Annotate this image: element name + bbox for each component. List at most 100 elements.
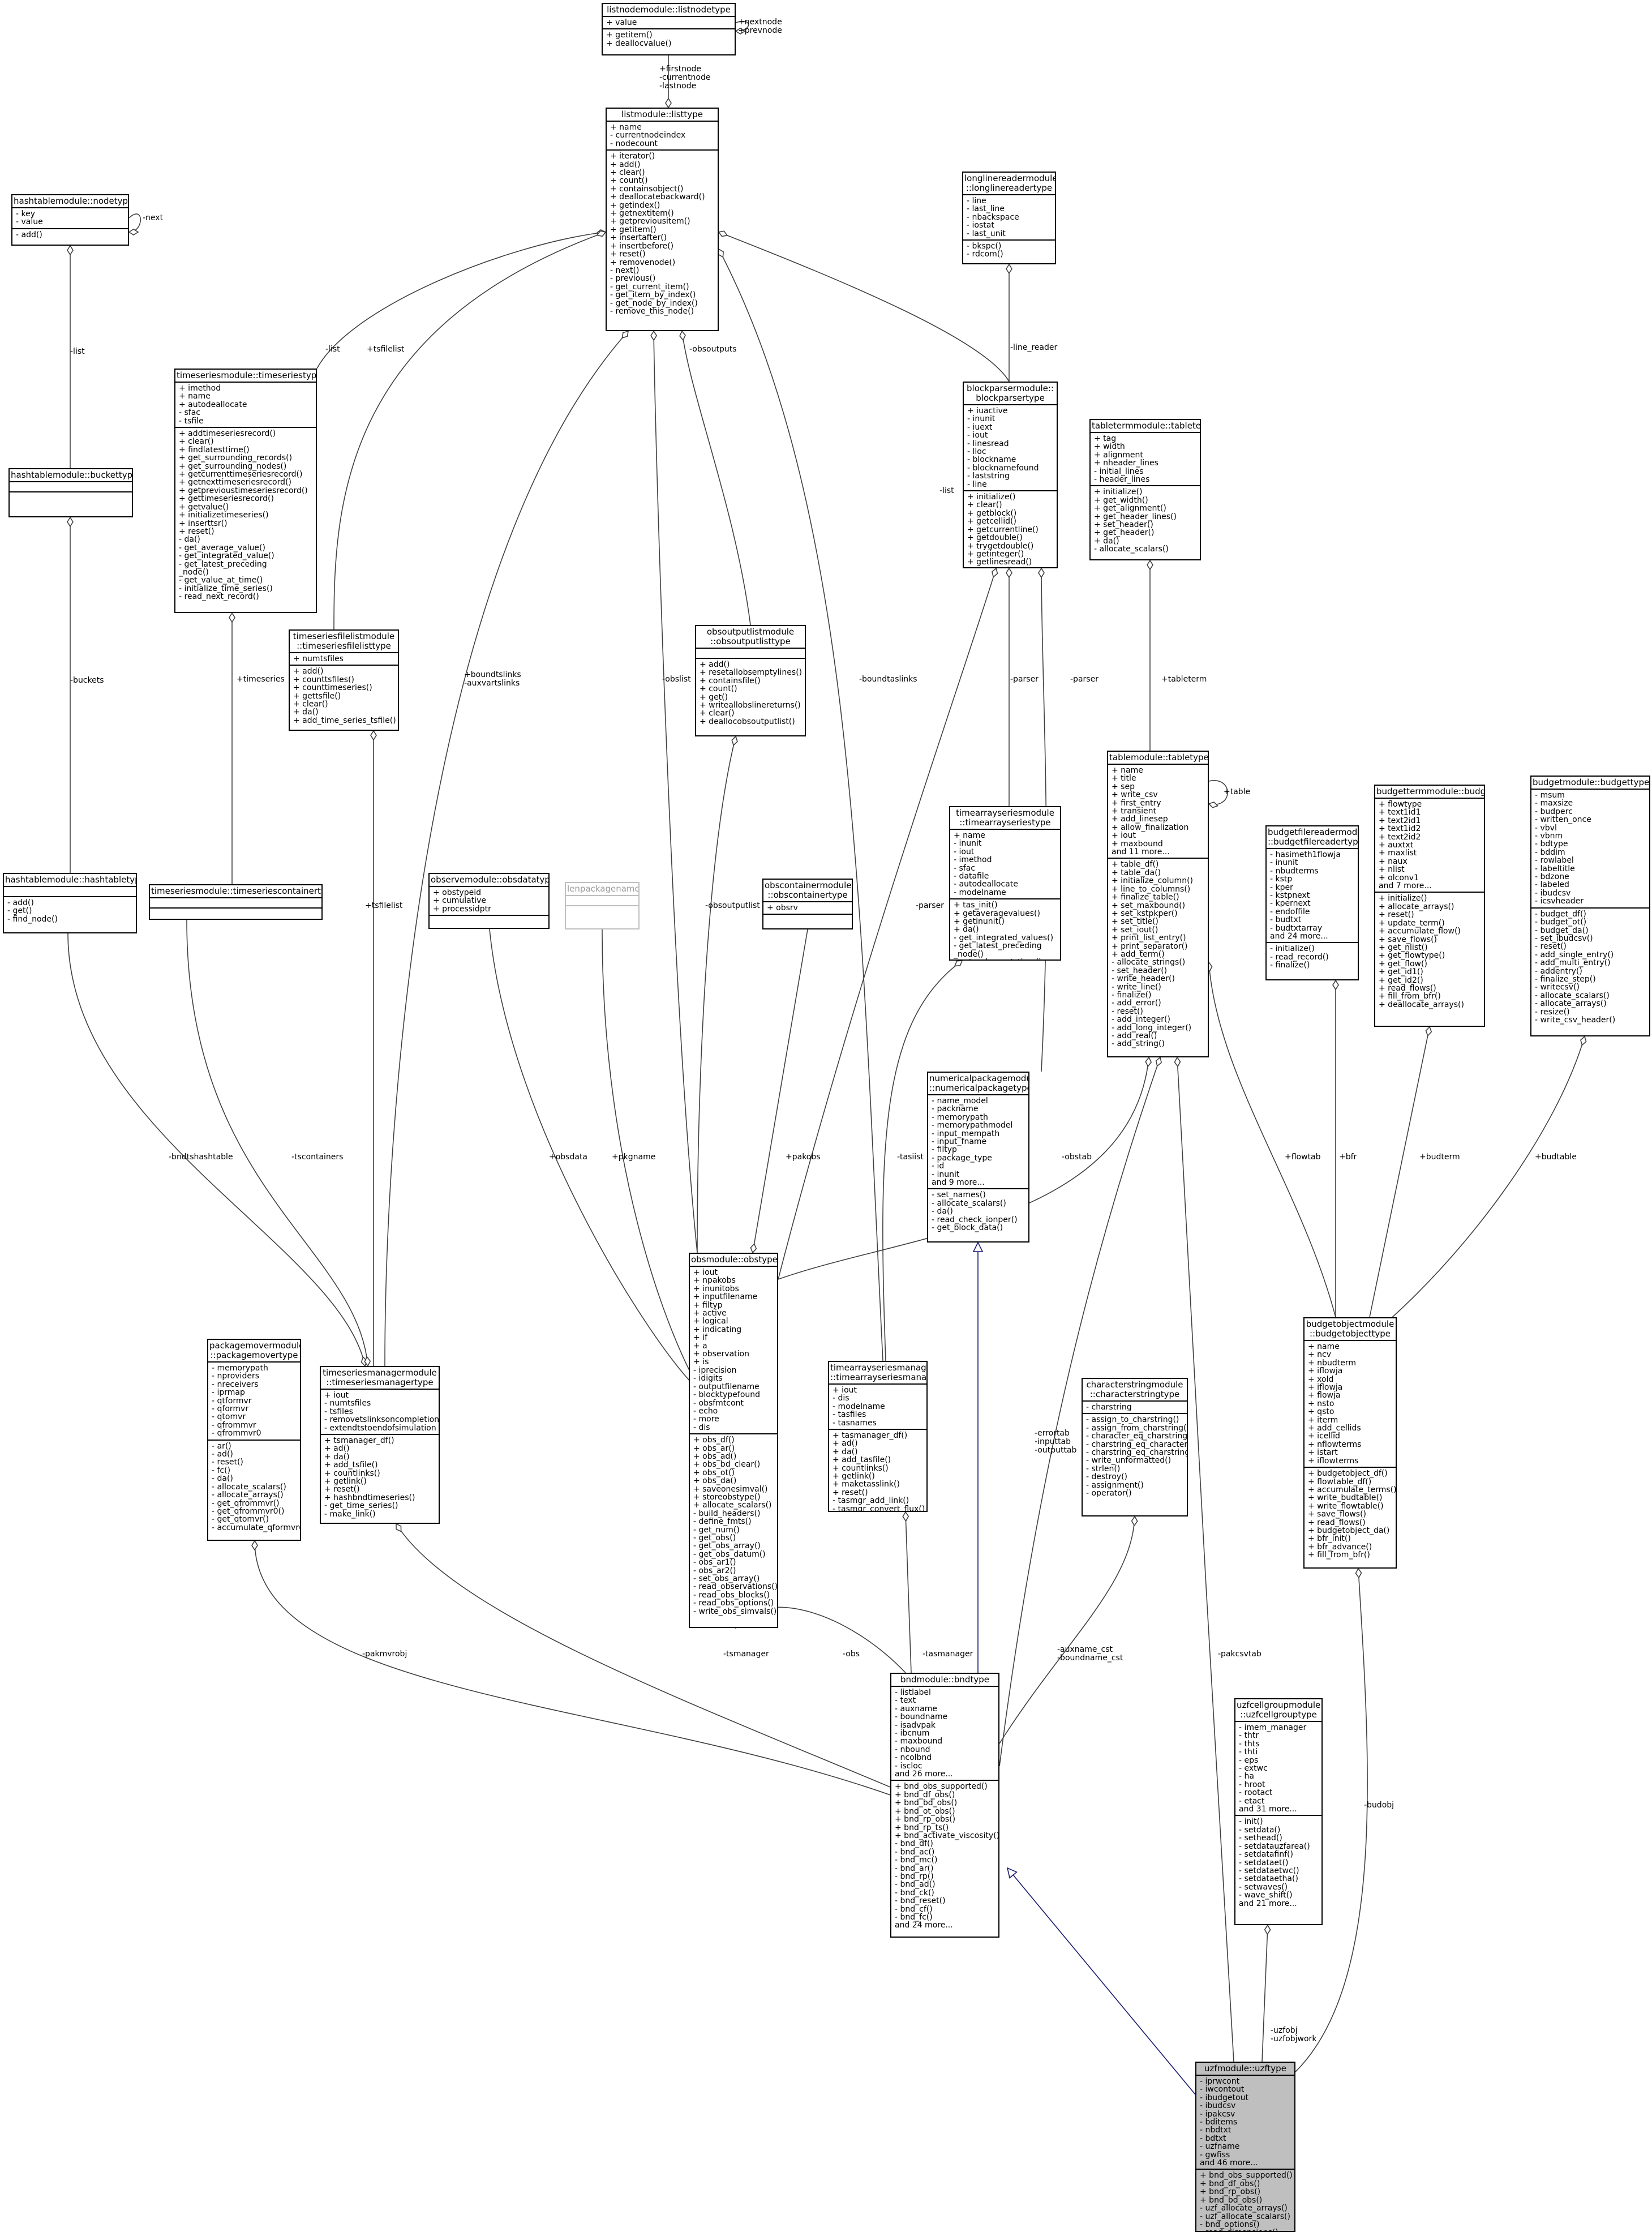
class-box-listnodetype[interactable]: listnodemodule::listnodetype+ value+ get… (602, 3, 736, 55)
operation-item: - get_value_at_time() (179, 576, 263, 585)
edge-label-auxname_cst: -auxname_cst -boundname_cst (1057, 1645, 1123, 1663)
class-attributes: + name- currentnodeindex- nodecount (607, 122, 718, 151)
class-box-budgetfilereadertype[interactable]: budgetfilereadermodule::budgetfilereader… (1265, 825, 1359, 980)
operation-item: + read_flows() (1379, 983, 1436, 993)
edge-label-nextnode: +nextnode +prevnode (738, 18, 782, 35)
operation-item: - allocate_arrays() (212, 1490, 284, 1500)
operation-item: + initialize() (967, 492, 1016, 502)
operation-item: + set_kstpkper() (1112, 909, 1178, 918)
class-box-blockparsertype[interactable]: blockparsermodule::blockparsertype+ iuac… (963, 382, 1058, 568)
attribute-item: + iout (693, 1268, 718, 1277)
attribute-item: - line (967, 196, 986, 205)
attribute-item: + write_csv (1112, 790, 1158, 800)
class-box-budgetobjecttype[interactable]: budgetobjectmodule::budgetobjecttype+ na… (1303, 1317, 1397, 1569)
operation-item: + addtimeseriesrecord() (179, 429, 276, 439)
operation-item: - tasmgr_add_link() (833, 1496, 909, 1506)
class-box-tabletermtype[interactable]: tabletermmodule::tabletermtype+ tag+ wid… (1089, 419, 1201, 560)
operation-item: - destroy() (1086, 1472, 1128, 1482)
attribute-item: + iflowterms (1308, 1456, 1359, 1466)
operation-item: + insertbefore() (610, 241, 674, 251)
class-title-line: ::uzfcellgrouptype (1240, 1710, 1317, 1720)
attribute-item: - boundname (895, 1712, 948, 1722)
class-box-obstype[interactable]: obsmodule::obstype+ iout+ npakobs+ inuni… (689, 1253, 778, 1628)
class-box-budgettermtype[interactable]: budgettermmodule::budgettermtype+ flowty… (1374, 785, 1485, 1027)
aggregation-diamond (991, 567, 998, 578)
class-box-listtype[interactable]: listmodule::listtype+ name- currentnodei… (606, 108, 719, 331)
class-title-line: uzfmodule::uzftype (1204, 2063, 1286, 2074)
class-title-line: hashtablemodule::buckettype (11, 470, 133, 480)
class-title: uzfcellgroupmodule::uzfcellgrouptype (1235, 1699, 1321, 1722)
class-attributes (4, 887, 136, 897)
class-box-packagemovertype[interactable]: packagemovermodule::packagemovertype- me… (207, 1339, 301, 1541)
class-operations: + tsmanager_df()+ ad()+ da()+ add_tsfile… (321, 1435, 439, 1520)
class-title-line: ::obsoutputlisttype (710, 636, 791, 646)
aggregation-diamond (1147, 559, 1153, 571)
operation-item: + storeobstype() (693, 1492, 761, 1502)
operation-item: + obs_df() (693, 1436, 735, 1445)
class-box-uzfcellgrouptype[interactable]: uzfcellgroupmodule::uzfcellgrouptype- im… (1234, 1698, 1323, 1925)
class-title: hashtablemodule::buckettype (10, 469, 132, 482)
operation-item: + getaveragevalues() (954, 909, 1040, 918)
class-box-obsoutputlisttype[interactable]: obsoutputlistmodule::obsoutputlisttype+ … (695, 625, 806, 736)
relation-edge (697, 736, 736, 1253)
class-box-characterstringtype[interactable]: characterstringmodule::characterstringty… (1082, 1378, 1188, 1516)
aggregation-diamond (650, 330, 658, 341)
class-operations: + initialize()+ get_width()+ get_alignme… (1091, 486, 1200, 555)
class-box-numericalpackagetype[interactable]: numericalpackagemodule::numericalpackage… (927, 1072, 1029, 1243)
class-box-timearrayseriestype[interactable]: timearrayseriesmodule::timearrayseriesty… (949, 806, 1061, 961)
attribute-item: - ibudgetout (1200, 2093, 1248, 2102)
attribute-item: - kstpnext (1270, 891, 1310, 901)
aggregation-diamond (1208, 801, 1219, 808)
operation-item: - get_qfrommvr() (212, 1498, 280, 1508)
class-box-timeseriestype[interactable]: timeseriesmodule::timeseriestype+ imetho… (174, 369, 317, 613)
class-title: obsmodule::obstype (690, 1254, 777, 1267)
class-box-tabletype[interactable]: tablemodule::tabletype+ name+ title+ sep… (1107, 751, 1209, 1057)
class-attributes: + numtsfiles (290, 653, 398, 666)
class-operations: - add() (12, 229, 128, 241)
class-box-longlinereadertype[interactable]: longlinereadermodule::longlinereadertype… (962, 172, 1056, 264)
operation-item: + save_flows() (1308, 1510, 1367, 1519)
operation-item: + allocate_scalars() (693, 1501, 772, 1510)
class-box-uzftype[interactable]: uzfmodule::uzftype- iprwcont- iwcontout-… (1195, 2062, 1295, 2232)
class-title-line: ::numericalpackagetype (929, 1083, 1029, 1093)
class-box-timearrayseriesmanagertype[interactable]: timearrayseriesmanagermodule::timearrays… (828, 1361, 928, 1512)
operation-item: + bnd_df_obs() (1200, 2179, 1260, 2188)
operation-item: + clear() (179, 437, 214, 447)
attribute-item: + ncv (1308, 1350, 1332, 1360)
class-box-timeseriesmanagertype[interactable]: timeseriesmanagermodule::timeseriesmanag… (320, 1366, 440, 1524)
attribute-item: - vbnm (1535, 832, 1563, 841)
operation-item: - charstring_eq_character() (1086, 1440, 1188, 1449)
class-box-buckettype[interactable]: hashtablemodule::buckettype (8, 468, 133, 517)
class-box-budgettype[interactable]: budgetmodule::budgettype- msum- maxsize-… (1530, 776, 1650, 1036)
attribute-item: - extwc (1239, 1764, 1268, 1773)
operation-item: + initialize() (1094, 487, 1143, 497)
class-box-hashtabletype[interactable]: hashtablemodule::hashtabletype- add()- g… (3, 873, 137, 933)
relation-edge (905, 1511, 912, 1673)
class-operations: + tas_init()+ getaveragevalues()+ getinu… (950, 899, 1060, 959)
class-title: characterstringmodule::characterstringty… (1083, 1379, 1187, 1402)
class-box-bndtype[interactable]: bndmodule::bndtype- listlabel- text- aux… (890, 1673, 999, 1938)
operation-item: - get_integrated_values() (954, 933, 1054, 943)
attribute-item: - nreceivers (212, 1380, 259, 1389)
operation-item: - rdcom() (967, 250, 1003, 259)
attribute-item: + iuactive (967, 406, 1008, 415)
attribute-item: and 9 more... (932, 1178, 985, 1188)
edge-label-tsfilelist: +tsfilelist (365, 901, 403, 910)
operation-item: + set_header() (1094, 520, 1153, 530)
class-box-obsdatatype[interactable]: observemodule::obsdatatype+ obstypeid+ c… (428, 873, 550, 929)
class-box-lenpackagename[interactable]: lenpackagename (565, 882, 640, 929)
class-title-line: timeseriesmodule::timeseriescontainertyp… (151, 886, 323, 896)
class-box-obscontainertype[interactable]: obscontainermodule::obscontainertype+ ob… (762, 879, 853, 929)
operation-item: + da() (293, 708, 319, 717)
operation-item: - write_unformatted() (1086, 1456, 1172, 1466)
relation-edge (489, 928, 697, 1387)
class-title: timearrayseriesmanagermodule::timearrays… (829, 1362, 926, 1385)
class-box-timeseriesfilelisttype[interactable]: timeseriesfilelistmodule::timeseriesfile… (289, 629, 399, 731)
operation-item: - read_next_record() (179, 592, 259, 602)
class-box-nodetype[interactable]: hashtablemodule::nodetype- key- value- a… (11, 194, 129, 246)
operation-item: - tasmgr_convert_flux() (833, 1504, 925, 1512)
attribute-item: and 26 more... (895, 1770, 953, 1779)
operation-item: - bnd_reset() (895, 1896, 946, 1906)
class-box-timeseriescontainertype[interactable]: timeseriesmodule::timeseriescontainertyp… (149, 884, 323, 920)
attribute-item: - uzfname (1200, 2142, 1240, 2152)
